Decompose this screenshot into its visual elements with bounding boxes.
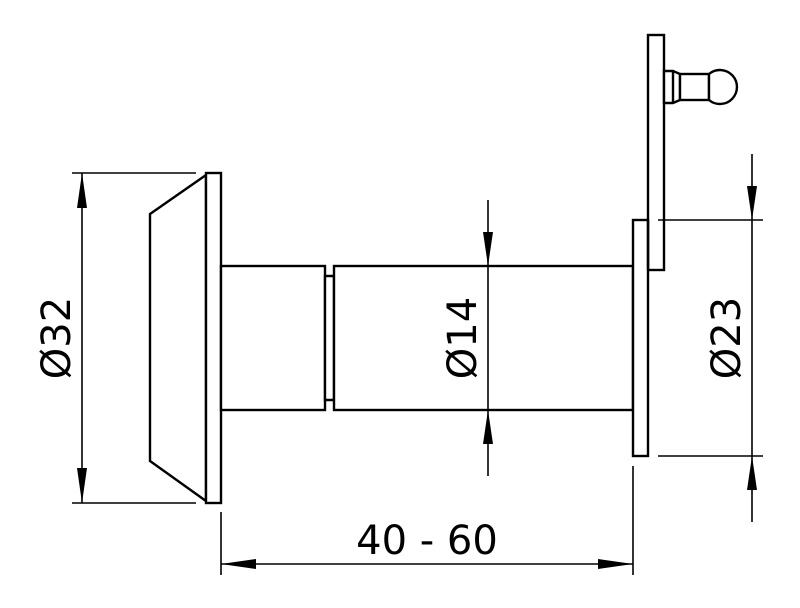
barrel-joint [323,274,336,402]
outer-flange [204,171,223,505]
cover-knob [662,68,739,106]
dimension-label-40-60: 40 - 60 [356,518,498,564]
dimension-label-23: Ø23 [704,297,750,379]
cover-plate [646,33,666,272]
dimension-barrel-diameter: Ø14 [440,200,493,476]
dimension-outer-diameter: Ø32 [34,172,196,504]
outer-lens-cone [148,172,208,504]
dimension-inner-flange-diameter: Ø23 [658,154,763,522]
dimension-label-14: Ø14 [440,297,486,379]
dimension-door-thickness: 40 - 60 [220,466,634,575]
dimension-label-32: Ø32 [34,297,80,379]
inner-flange [631,218,650,458]
barrel-inner [332,264,635,412]
barrel-outer [219,264,327,412]
